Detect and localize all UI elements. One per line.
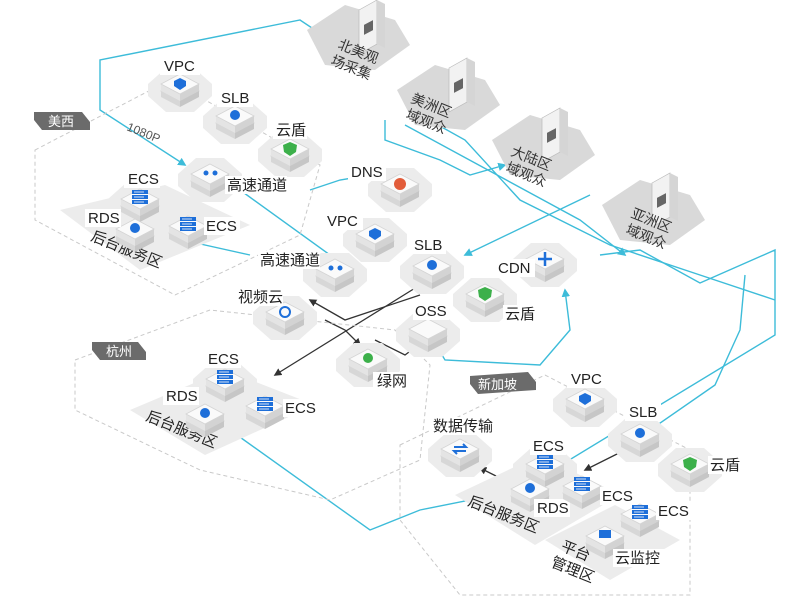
green-net-icon bbox=[363, 353, 373, 363]
svg-text:RDS: RDS bbox=[537, 500, 569, 517]
vpc-mid-node[interactable]: VPC bbox=[323, 212, 407, 262]
slb-mid-node[interactable]: SLB bbox=[400, 236, 464, 294]
rds-hz-node[interactable]: RDS bbox=[163, 387, 225, 438]
svg-text:DNS: DNS bbox=[351, 164, 383, 181]
svg-text:绿网: 绿网 bbox=[377, 373, 407, 390]
vpc-icon bbox=[579, 393, 591, 405]
oss-node[interactable]: OSS bbox=[396, 302, 460, 357]
svg-text:RDS: RDS bbox=[88, 210, 120, 227]
gaosu-us-node[interactable]: 高速通道 bbox=[178, 158, 287, 202]
svg-text:SLB: SLB bbox=[414, 237, 442, 254]
svg-text:VPC: VPC bbox=[327, 213, 358, 230]
viewer-americas: 美洲区 域观众 bbox=[397, 57, 500, 137]
cdn-icon bbox=[538, 252, 552, 266]
svg-text:云盾: 云盾 bbox=[505, 306, 535, 323]
svg-text:云监控: 云监控 bbox=[615, 550, 660, 567]
cdn-node[interactable]: CDN bbox=[495, 243, 577, 287]
slb-us-node[interactable]: SLB bbox=[203, 89, 267, 144]
video-cloud-node[interactable]: 视频云 bbox=[235, 288, 317, 340]
svg-text:数据传输: 数据传输 bbox=[433, 418, 493, 435]
region-label-hangzhou: 杭州 bbox=[92, 342, 146, 360]
svg-text:新加坡: 新加坡 bbox=[478, 377, 517, 392]
ecs-sg-node-1[interactable]: ECS bbox=[513, 437, 577, 492]
vpc-icon bbox=[369, 228, 381, 240]
viewer-mainland: 大陆区 域观众 bbox=[492, 107, 595, 190]
yundun-us-node[interactable]: 云盾 bbox=[258, 121, 322, 177]
yundun-mid-node[interactable]: 云盾 bbox=[453, 278, 537, 323]
database-icon bbox=[525, 483, 535, 493]
svg-text:视频云: 视频云 bbox=[238, 289, 283, 306]
ecs-sg-node-2[interactable]: ECS bbox=[562, 475, 636, 510]
svg-text:ECS: ECS bbox=[533, 438, 564, 455]
ecs-us-node-2[interactable]: ECS bbox=[168, 215, 240, 250]
slb-sg-node[interactable]: SLB bbox=[608, 403, 672, 462]
svg-text:ECS: ECS bbox=[658, 503, 689, 520]
ecs-us-node-1[interactable]: ECS bbox=[108, 170, 172, 227]
ecs-sg-node-3[interactable]: ECS bbox=[620, 502, 692, 538]
svg-text:ECS: ECS bbox=[602, 488, 633, 505]
svg-text:SLB: SLB bbox=[629, 404, 657, 421]
svg-text:美西: 美西 bbox=[48, 114, 74, 129]
svg-text:ECS: ECS bbox=[208, 351, 239, 368]
monitor-node[interactable]: 云监控 bbox=[585, 525, 667, 567]
database-icon bbox=[130, 223, 140, 233]
channel-icon bbox=[328, 265, 334, 271]
svg-text:云盾: 云盾 bbox=[276, 122, 306, 139]
svg-text:高速通道: 高速通道 bbox=[260, 252, 320, 269]
video-icon bbox=[279, 306, 291, 318]
vpc-us-node[interactable]: VPC bbox=[148, 57, 212, 112]
transfer-icon bbox=[451, 443, 469, 455]
svg-text:云盾: 云盾 bbox=[710, 457, 740, 474]
rds-sg-node[interactable]: RDS bbox=[510, 478, 570, 517]
ecs-hz-node-2[interactable]: ECS bbox=[245, 395, 319, 430]
channel-icon bbox=[203, 170, 209, 176]
svg-text:ECS: ECS bbox=[285, 400, 316, 417]
slb-icon bbox=[230, 110, 240, 120]
region-label-singapore: 新加坡 bbox=[470, 372, 536, 394]
slb-icon bbox=[427, 260, 437, 270]
vpc-icon bbox=[174, 78, 186, 90]
yundun-sg-node[interactable]: 云盾 bbox=[658, 448, 742, 492]
shield-icon bbox=[283, 142, 297, 156]
green-net-node[interactable]: 绿网 bbox=[336, 343, 409, 390]
svg-text:VPC: VPC bbox=[571, 371, 602, 388]
viewer-north-america-capture: 北美观 场采集 bbox=[307, 0, 410, 83]
svg-text:ECS: ECS bbox=[128, 171, 159, 188]
svg-text:SLB: SLB bbox=[221, 90, 249, 107]
rds-us-node[interactable]: RDS bbox=[85, 209, 155, 253]
svg-text:VPC: VPC bbox=[164, 58, 195, 75]
shield-icon bbox=[683, 457, 697, 471]
gaosu-mid-node[interactable]: 高速通道 bbox=[258, 251, 367, 297]
ecs-hz-node-1[interactable]: ECS bbox=[193, 350, 257, 407]
svg-text:RDS: RDS bbox=[166, 388, 198, 405]
svg-text:ECS: ECS bbox=[206, 218, 237, 235]
svg-text:OSS: OSS bbox=[415, 303, 447, 320]
svg-text:高速通道: 高速通道 bbox=[227, 177, 287, 194]
dns-icon bbox=[394, 178, 406, 190]
viewer-asia: 亚洲区 域观众 bbox=[602, 172, 705, 252]
dns-node[interactable]: DNS bbox=[348, 163, 432, 212]
vpc-sg-node[interactable]: VPC bbox=[553, 370, 617, 427]
data-transfer-node[interactable]: 数据传输 bbox=[428, 417, 498, 477]
svg-text:CDN: CDN bbox=[498, 260, 531, 277]
edge-label-1080p: 1080P bbox=[125, 120, 162, 146]
shield-icon bbox=[478, 287, 492, 301]
database-icon bbox=[200, 408, 210, 418]
region-label-meixi: 美西 bbox=[34, 112, 90, 130]
monitor-icon bbox=[599, 530, 611, 538]
slb-icon bbox=[635, 428, 645, 438]
svg-text:杭州: 杭州 bbox=[106, 344, 132, 359]
